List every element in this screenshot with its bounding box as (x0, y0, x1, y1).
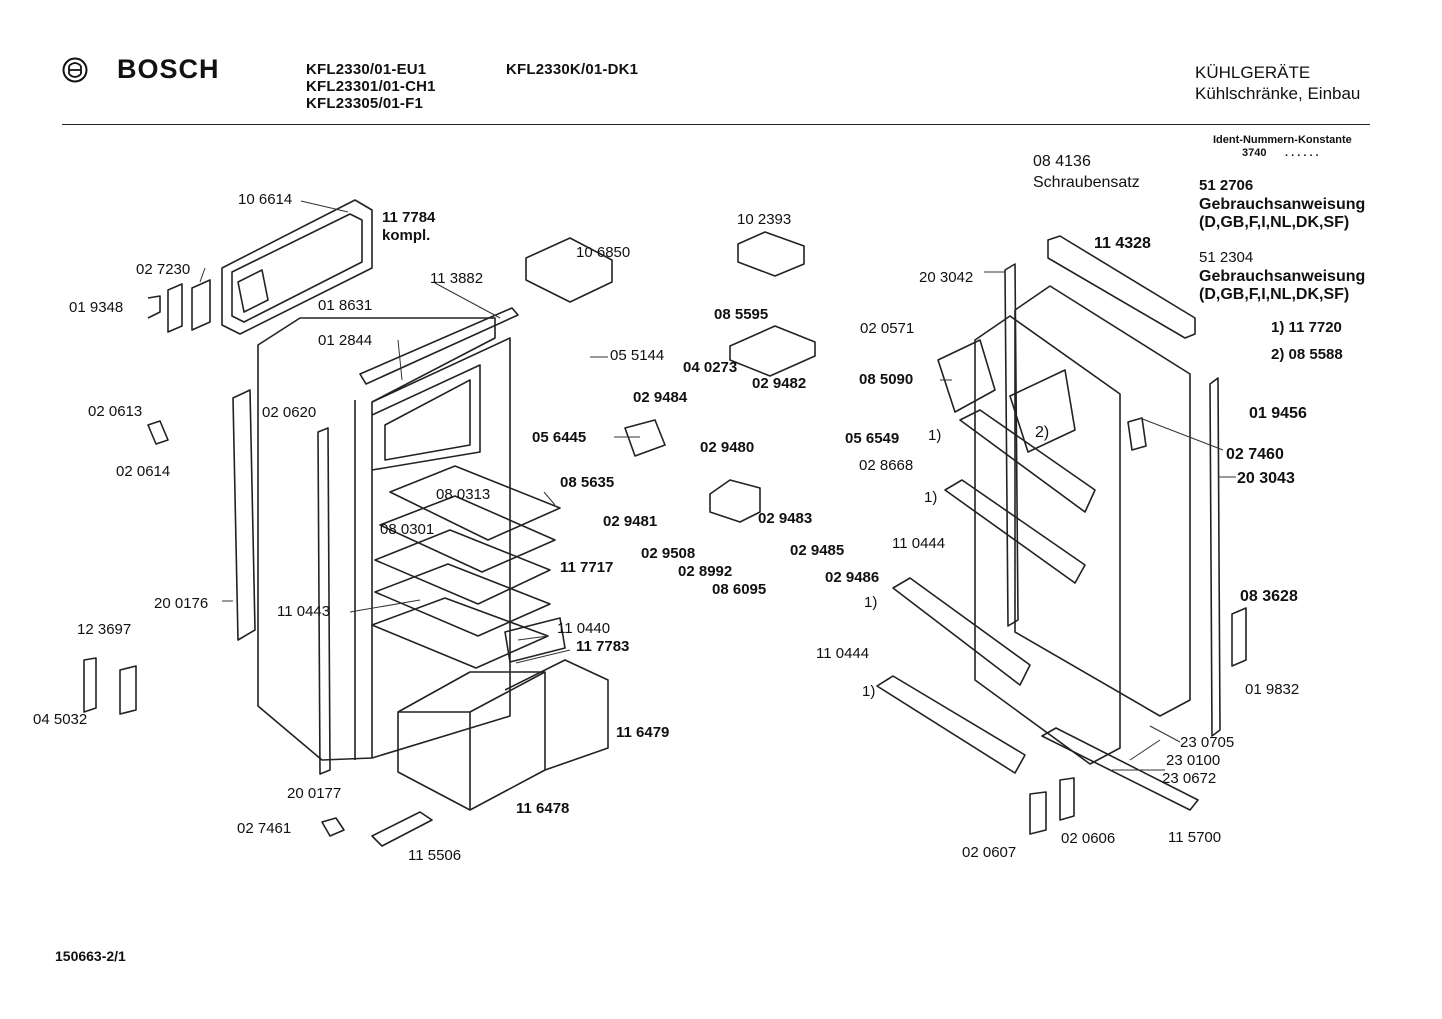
part-02-0606: 02 0606 (1061, 830, 1116, 847)
part-11-0440: 11 0440 (557, 620, 611, 637)
part-23-0705: 23 0705 (1180, 734, 1235, 751)
manual-2-languages: (D,GB,F,I,NL,DK,SF) (1199, 286, 1350, 303)
part-kompl: kompl. (382, 227, 431, 244)
part-02-9481: 02 9481 (603, 513, 658, 530)
part-08-3628: 08 3628 (1240, 588, 1298, 605)
part-02-9485: 02 9485 (790, 542, 845, 559)
manual-2-number: 51 2304 (1199, 249, 1254, 266)
part-02-9484: 02 9484 (633, 389, 688, 406)
brand-name: BOSCH (117, 54, 220, 84)
document-number: 150663-2/1 (55, 948, 126, 964)
part-20-0176: 20 0176 (154, 595, 209, 612)
part-11-7717: 11 7717 (560, 559, 614, 576)
part-01-8631: 01 8631 (318, 297, 373, 314)
part-05-5144: 05 5144 (610, 347, 665, 364)
part-01-9348: 01 9348 (69, 299, 124, 316)
part-02-7230: 02 7230 (136, 261, 191, 278)
footnote-2: 2) 08 5588 (1271, 346, 1343, 363)
footnote-1: 1) 11 7720 (1271, 319, 1342, 336)
part-11-6478: 11 6478 (516, 800, 570, 817)
part-10-2393: 10 2393 (737, 211, 792, 228)
manual-1-number: 51 2706 (1199, 177, 1254, 194)
part-02-0571: 02 0571 (860, 320, 915, 337)
part-02-0620: 02 0620 (262, 404, 317, 421)
part-01-2844: 01 2844 (318, 332, 373, 349)
freezer-door-drawing (221, 199, 373, 335)
part-01-9456: 01 9456 (1249, 405, 1307, 422)
manual-2-label: Gebrauchsanweisung (1199, 268, 1366, 285)
part-10-6850: 10 6850 (576, 244, 631, 261)
model-4: KFL2330K/01-DK1 (506, 61, 639, 78)
part-08-0313: 08 0313 (436, 486, 491, 503)
part-23-0672: 23 0672 (1162, 770, 1217, 787)
part-20-3042: 20 3042 (919, 269, 974, 286)
footnote-marker-4: 1) (862, 683, 876, 700)
part-04-0273: 04 0273 (683, 359, 738, 376)
cabinet-drawing (257, 307, 609, 811)
ident-value: 3740 (1242, 147, 1267, 159)
part-08-5595: 08 5595 (714, 306, 769, 323)
part-20-0177: 20 0177 (287, 785, 342, 802)
fridge-door-drawing (876, 285, 1191, 774)
part-08-5090: 08 5090 (859, 371, 914, 388)
part-05-6549: 05 6549 (845, 430, 900, 447)
model-2: KFL23301/01-CH1 (306, 78, 436, 95)
part-02-0607: 02 0607 (962, 844, 1017, 861)
category-subtitle: Kühlschränke, Einbau (1195, 84, 1361, 103)
part-02-9508: 02 9508 (641, 545, 696, 562)
part-11-0444-b: 11 0444 (816, 645, 870, 662)
part-11-7783: 11 7783 (576, 638, 630, 655)
part-05-6445: 05 6445 (532, 429, 587, 446)
part-08-6095: 08 6095 (712, 581, 767, 598)
ident-dots: . . . . . . (1285, 147, 1319, 159)
footnote-marker-3: 1) (864, 594, 878, 611)
screw-set-number: 08 4136 (1033, 153, 1091, 170)
part-02-8992: 02 8992 (678, 563, 733, 580)
part-04-5032: 04 5032 (33, 711, 88, 728)
part-02-8668: 02 8668 (859, 457, 914, 474)
part-02-0614: 02 0614 (116, 463, 171, 480)
part-02-9486: 02 9486 (825, 569, 880, 586)
part-11-5506: 11 5506 (408, 847, 462, 864)
part-12-3697: 12 3697 (77, 621, 132, 638)
part-01-9832: 01 9832 (1245, 681, 1300, 698)
model-1: KFL2330/01-EU1 (306, 61, 427, 78)
part-02-9480: 02 9480 (700, 439, 755, 456)
part-11-0444-a: 11 0444 (892, 535, 946, 552)
part-02-7461: 02 7461 (237, 820, 292, 837)
screw-set-label: Schraubensatz (1033, 174, 1140, 191)
part-11-7784: 11 7784 (382, 209, 436, 226)
category-title: KÜHLGERÄTE (1195, 63, 1311, 82)
part-11-6479: 11 6479 (616, 724, 670, 741)
part-02-9483: 02 9483 (758, 510, 813, 527)
footnote-marker-5: 2) (1035, 424, 1050, 441)
part-11-0443: 11 0443 (277, 603, 331, 620)
part-02-0613: 02 0613 (88, 403, 143, 420)
footnote-marker-1: 1) (928, 427, 942, 444)
part-11-4328: 11 4328 (1094, 235, 1151, 252)
part-11-5700: 11 5700 (1168, 829, 1222, 846)
bosch-logo-icon (62, 57, 88, 83)
part-02-7460: 02 7460 (1226, 446, 1284, 463)
header-rule (62, 124, 1370, 125)
part-02-9482: 02 9482 (752, 375, 807, 392)
manual-1-languages: (D,GB,F,I,NL,DK,SF) (1199, 214, 1350, 231)
part-08-0301: 08 0301 (380, 521, 435, 538)
part-08-5635: 08 5635 (560, 474, 615, 491)
model-3: KFL23305/01-F1 (306, 95, 424, 112)
part-20-3043: 20 3043 (1237, 470, 1295, 487)
part-11-3882: 11 3882 (430, 270, 484, 287)
ident-title: Ident-Nummern-Konstante (1213, 134, 1352, 146)
part-23-0100: 23 0100 (1166, 752, 1221, 769)
manual-1-label: Gebrauchsanweisung (1199, 196, 1366, 213)
model-list-1: KFL2330/01-EU1 KFL23301/01-CH1 KFL23305/… (306, 61, 436, 112)
part-10-6614: 10 6614 (238, 191, 293, 208)
footnote-marker-2: 1) (924, 489, 938, 506)
